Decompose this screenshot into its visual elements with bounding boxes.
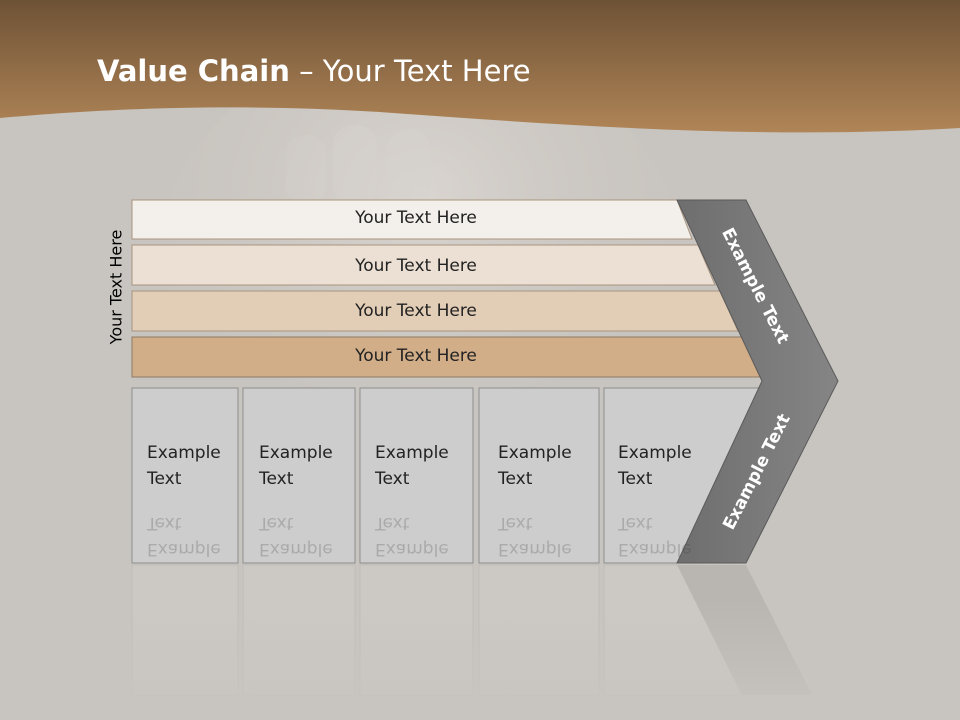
chevron-shape (676, 199, 839, 564)
cell-label-1-line2: Text (147, 469, 182, 489)
reflection: Example Text Example Text Example Text E… (132, 418, 852, 568)
side-label: Your Text Here (106, 229, 126, 345)
cell-label-1-line1: Example (147, 443, 221, 463)
band-label-3: Your Text Here (355, 301, 477, 321)
title-bold: Value Chain (97, 54, 290, 88)
reflection-text-2-line1: Example (259, 539, 333, 559)
cell-label-2: Example Text (259, 440, 333, 492)
cell-label-5-line2: Text (618, 469, 653, 489)
title-rest: – Your Text Here (289, 54, 531, 88)
cell-shape-1 (131, 387, 239, 564)
reflection-text-4-line2: Text (498, 513, 533, 533)
band-label-1: Your Text Here (355, 208, 477, 228)
band-shape-1 (131, 199, 693, 240)
band-label-4: Your Text Here (355, 346, 477, 366)
cell-label-5: Example Text (618, 440, 692, 492)
cell-label-4: Example Text (498, 440, 572, 492)
cell-label-2-line2: Text (259, 469, 294, 489)
band-label-2: Your Text Here (355, 256, 477, 276)
reflection-text-4: Example Text (498, 510, 572, 562)
reflection-text-3-line2: Text (375, 513, 410, 533)
band-shape-2 (131, 244, 716, 286)
reflection-text-1: Example Text (147, 510, 221, 562)
reflection-text-3-line1: Example (375, 539, 449, 559)
reflection-text-1-line1: Example (147, 539, 221, 559)
cell-label-2-line1: Example (259, 443, 333, 463)
reflection-text-2: Example Text (259, 510, 333, 562)
slide-title: Value Chain – Your Text Here (97, 54, 531, 88)
cell-label-3-line1: Example (375, 443, 449, 463)
reflection-text-1-line2: Text (147, 513, 182, 533)
cell-shape-2 (242, 387, 356, 564)
cell-shape-4 (478, 387, 600, 564)
reflection-text-3: Example Text (375, 510, 449, 562)
header-band (0, 0, 960, 133)
reflection-text-5-line1: Example (618, 539, 692, 559)
reflection-fade (120, 600, 860, 720)
cell-label-3: Example Text (375, 440, 449, 492)
cell-label-4-line2: Text (498, 469, 533, 489)
reflection-text-5-line2: Text (618, 513, 653, 533)
cell-shape-3 (359, 387, 474, 564)
background-photo-shapes (286, 125, 431, 205)
cell-label-3-line2: Text (375, 469, 410, 489)
cell-label-5-line1: Example (618, 443, 692, 463)
reflection-text-4-line1: Example (498, 539, 572, 559)
cell-label-4-line1: Example (498, 443, 572, 463)
cell-label-1: Example Text (147, 440, 221, 492)
reflection-text-5: Example Text (618, 510, 692, 562)
reflection-text-2-line2: Text (259, 513, 294, 533)
